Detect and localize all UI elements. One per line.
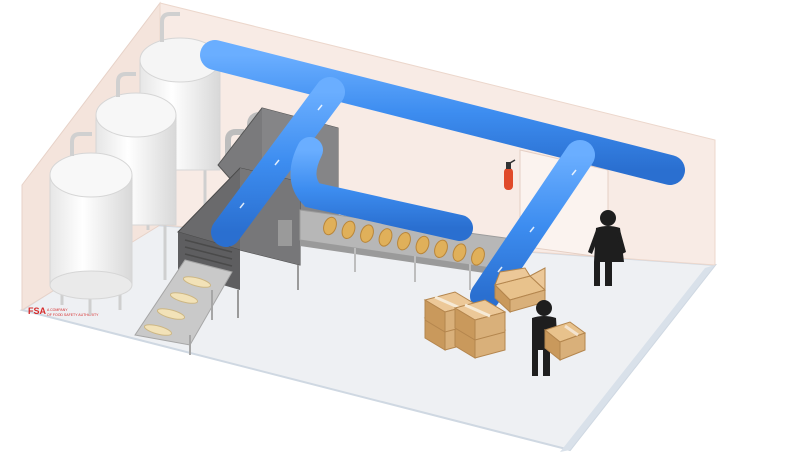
bread-loaf	[415, 235, 430, 255]
bread-loaf	[471, 247, 485, 266]
fire-extinguisher-icon	[504, 159, 516, 190]
bread-loaf	[169, 292, 199, 304]
cardboard-box	[453, 299, 507, 341]
logo-line-1: A COMPANY	[47, 308, 68, 312]
bread-loaf	[341, 220, 356, 240]
duct-return	[290, 137, 473, 241]
logo-line-2: OF FOOD SAFETY AUTHORITY	[47, 313, 99, 317]
floor-edge	[560, 265, 715, 452]
cardboard-boxes	[423, 291, 507, 359]
logo-mark: FSA	[28, 306, 47, 316]
bread-loaf	[323, 216, 337, 236]
infeed-ramp	[134, 259, 233, 355]
bread-loaf	[434, 239, 448, 259]
bread-loaf	[156, 308, 186, 320]
worker-carrying-box	[532, 300, 587, 376]
bread-loaves-conveyor	[323, 216, 485, 266]
bread-loaf	[378, 228, 393, 247]
bread-loaf	[143, 324, 173, 336]
storage-tanks	[49, 12, 221, 315]
bread-loaves-ramp	[143, 276, 212, 336]
worker-standing	[588, 210, 626, 286]
conveyor-belt	[299, 209, 521, 290]
bread-loaf	[452, 243, 467, 262]
company-logo: FSA A COMPANY OF FOOD SAFETY AUTHORITY	[28, 306, 99, 317]
tank-front	[49, 132, 133, 315]
bread-loaf	[360, 224, 374, 243]
bread-loaf	[182, 276, 212, 288]
bread-loaf	[397, 231, 411, 251]
open-box	[494, 267, 546, 314]
